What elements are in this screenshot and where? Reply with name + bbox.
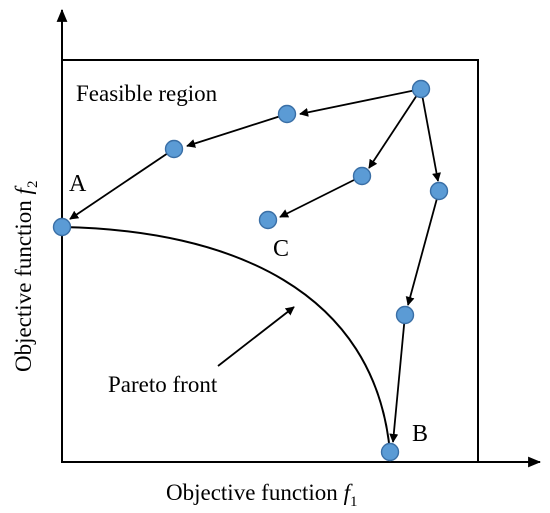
point-a-label: A xyxy=(69,171,87,197)
feasible-region-label: Feasible region xyxy=(76,81,218,106)
node-top xyxy=(411,79,431,99)
node-upper-mid xyxy=(277,104,297,124)
node-b xyxy=(380,442,400,462)
pareto-front-pointer xyxy=(217,306,295,367)
feasible-region-box xyxy=(61,59,479,463)
y-axis-title: Objective function f2 xyxy=(11,181,41,372)
arrow-lower-to-b xyxy=(389,314,406,443)
arrow-top-to-right xyxy=(420,88,441,182)
node-upper-left xyxy=(164,139,184,159)
arrow-upper-left-to-a xyxy=(69,148,175,220)
point-b-label: B xyxy=(412,421,428,447)
arrow-center-to-c xyxy=(279,175,363,218)
node-c xyxy=(258,210,278,230)
pareto-front-label: Pareto front xyxy=(108,372,218,397)
arrow-right-to-lower xyxy=(405,190,440,306)
node-center xyxy=(352,166,372,186)
node-a xyxy=(52,217,72,237)
x-axis-title: Objective function f1 xyxy=(166,480,357,510)
node-lower xyxy=(395,305,415,325)
arrow-top-to-upper-mid xyxy=(299,88,422,117)
pareto-front-curve xyxy=(61,226,391,453)
arrow-top-to-center xyxy=(368,88,422,169)
node-right xyxy=(429,181,449,201)
point-c-label: C xyxy=(273,236,289,262)
arrow-upper-mid-to-upper-left xyxy=(186,113,288,148)
